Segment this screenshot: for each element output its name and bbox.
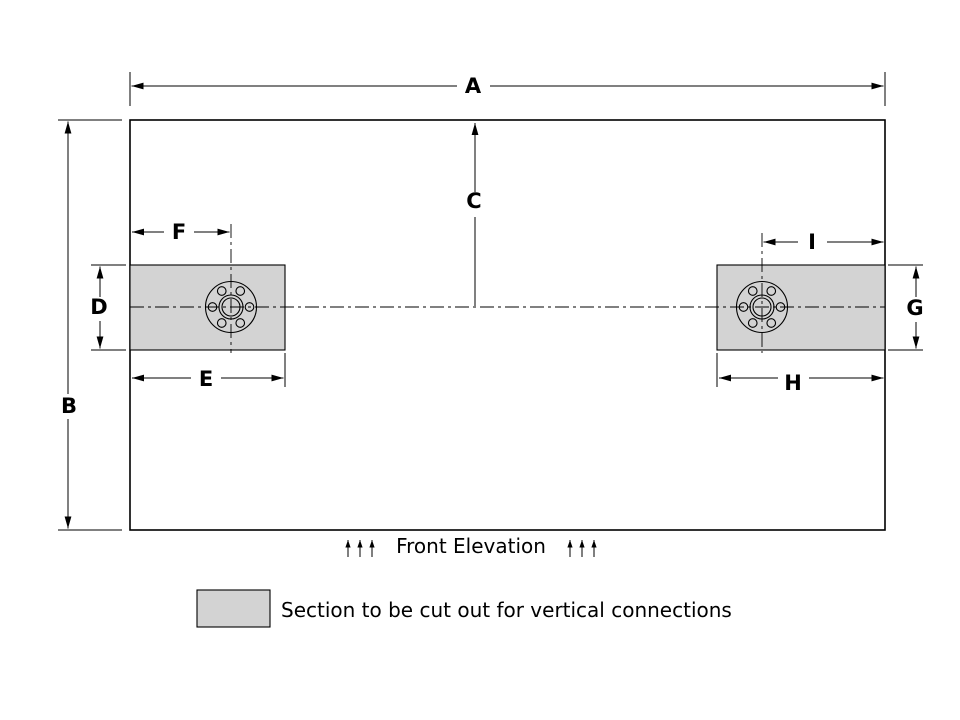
bolt-hole bbox=[747, 286, 758, 296]
bolt-hole bbox=[216, 318, 227, 328]
flange-right bbox=[735, 280, 789, 334]
dim-c: C bbox=[466, 123, 482, 306]
bolt-hole bbox=[235, 318, 246, 328]
legend: Section to be cut out for vertical conne… bbox=[196, 589, 732, 628]
dim-h-label: H bbox=[784, 371, 802, 395]
caption-front-elevation: Front Elevation bbox=[396, 534, 546, 558]
dim-b-label: B bbox=[61, 394, 77, 418]
flange-bore-circle bbox=[749, 294, 775, 320]
dim-d-label: D bbox=[90, 295, 107, 319]
dim-f-label: F bbox=[172, 220, 186, 244]
caption-arrows-right bbox=[567, 540, 597, 557]
cutout-left bbox=[129, 264, 286, 351]
dim-e: E bbox=[132, 353, 286, 391]
dim-g-label: G bbox=[906, 296, 923, 320]
dim-i: I bbox=[763, 230, 884, 254]
flange-bore-circle bbox=[218, 294, 244, 320]
dim-c-label: C bbox=[466, 189, 481, 213]
dim-d: D bbox=[90, 264, 126, 351]
flange-outer-circle bbox=[204, 280, 258, 334]
bolt-hole bbox=[235, 286, 246, 296]
dim-b: B bbox=[58, 119, 122, 531]
dim-i-label: I bbox=[808, 230, 816, 254]
legend-text: Section to be cut out for vertical conne… bbox=[281, 598, 732, 622]
dim-f: F bbox=[132, 220, 230, 244]
legend-swatch bbox=[196, 589, 271, 628]
flange-bore-inner-circle bbox=[221, 297, 241, 317]
flange-outer-circle bbox=[735, 280, 789, 334]
dim-e-label: E bbox=[199, 367, 213, 391]
bolt-hole bbox=[244, 302, 255, 312]
dim-h: H bbox=[716, 353, 884, 395]
bolt-hole bbox=[216, 286, 227, 296]
dim-a: A bbox=[129, 72, 886, 106]
bolt-hole bbox=[747, 318, 758, 328]
dim-a-label: A bbox=[465, 74, 482, 98]
cutout-right bbox=[716, 264, 886, 351]
bolt-hole bbox=[766, 318, 777, 328]
bolt-hole bbox=[775, 302, 786, 312]
bolt-hole bbox=[738, 302, 749, 312]
flange-left bbox=[204, 280, 258, 334]
caption-arrows-left bbox=[345, 540, 375, 557]
bolt-hole bbox=[207, 302, 218, 312]
dim-g: G bbox=[888, 264, 924, 351]
flange-bore-inner-circle bbox=[752, 297, 772, 317]
bolt-hole bbox=[766, 286, 777, 296]
